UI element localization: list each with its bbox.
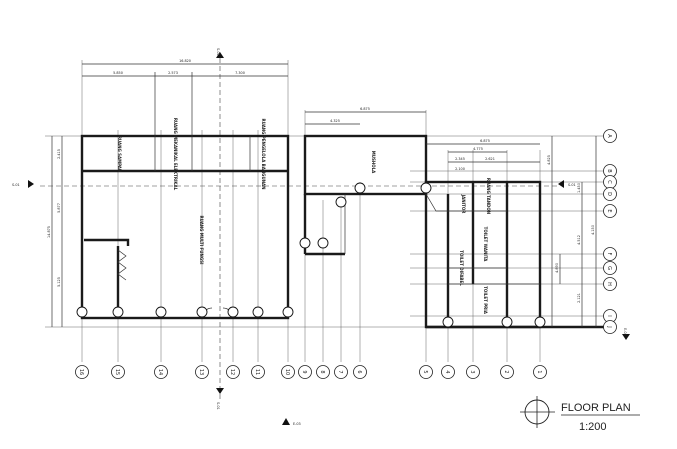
column-marker — [534, 316, 546, 328]
dim-right-b: 1.450 — [577, 183, 581, 193]
room-label-ruang-tandon: RUANG TANDON — [486, 178, 491, 214]
dim-left-a: 2.415 — [57, 149, 61, 159]
dim-toilet-c: 2.345 — [455, 157, 465, 161]
dim-right-a: 4.825 — [547, 155, 551, 165]
grid-label-9: 9 — [301, 370, 307, 373]
grid-label-15: 15 — [114, 369, 120, 375]
grid-label-f: F — [606, 253, 612, 256]
dim-top-1: 5.850 — [113, 71, 123, 75]
grid-label-a: A — [606, 134, 612, 138]
section-mark-right: S-01 — [568, 183, 576, 187]
grid-label-1: 1 — [536, 370, 542, 373]
room-label-mushola: MUSHOLA — [371, 151, 376, 174]
section-mark-left: S-01 — [12, 183, 20, 187]
dim-top-2: 2.573 — [168, 71, 178, 75]
section-arrow-icon — [216, 388, 224, 394]
dim-left-b: 5.877 — [57, 203, 61, 213]
room-label-multi-purpose: RUANG MULTI FUNGSI — [199, 215, 204, 265]
dim-toilet-total: 6.875 — [480, 139, 490, 143]
dim-mid-a: 4.150 — [591, 225, 595, 235]
room-label-toilet-difabel: TOILET DIFABEL — [459, 250, 464, 286]
section-markers: S-01 S-01 S-01 S-01 E-03 E-03 — [12, 48, 630, 426]
column-marker — [282, 306, 294, 318]
grid-label-5: 5 — [422, 370, 428, 373]
dim-top-3: 7.300 — [235, 71, 245, 75]
column-marker — [76, 306, 88, 318]
column-marker — [227, 306, 239, 318]
room-label-toilet-wanita: TOILET WANITA — [483, 227, 488, 263]
grid-label-3: 3 — [469, 370, 475, 373]
elevation-mark-right: E-03 — [623, 328, 627, 336]
grid-label-12: 12 — [229, 369, 235, 375]
column-marker — [442, 316, 454, 328]
section-arrow-icon — [28, 180, 34, 188]
room-label-janitor: JANITOR — [461, 194, 466, 214]
dim-toilet-d: 2.100 — [455, 167, 465, 171]
grid-label-c: C — [606, 180, 612, 184]
plan-title: FLOOR PLAN — [561, 402, 631, 414]
grid-number-bubbles: 16 15 14 13 12 11 10 9 8 7 6 5 4 3 2 1 — [75, 365, 547, 379]
room-label-toilet-pria: TOILET PRIA — [483, 286, 488, 315]
dim-toilet-a: 4.775 — [473, 147, 483, 151]
dim-mushola-total: 6.875 — [360, 107, 370, 111]
column-marker — [335, 196, 347, 208]
column-marker — [112, 306, 124, 318]
structural-columns — [76, 182, 546, 328]
grid-label-2: 2 — [503, 370, 509, 373]
grid-label-h: H — [606, 282, 612, 286]
column-marker — [196, 306, 208, 318]
grid-lines — [40, 58, 605, 400]
grid-label-6: 6 — [356, 370, 362, 373]
column-marker — [501, 316, 513, 328]
plan-scale: 1:200 — [579, 421, 607, 433]
dim-toilet-b: 2.621 — [485, 157, 495, 161]
elevation-mark-bottom: E-03 — [293, 422, 301, 426]
dim-mushola-part: 4.325 — [330, 119, 340, 123]
grid-letter-bubbles: A B C D E F G H I J — [603, 129, 617, 334]
column-marker — [299, 237, 311, 249]
grid-label-4: 4 — [444, 370, 450, 373]
grid-label-13: 13 — [198, 369, 204, 375]
column-marker — [252, 306, 264, 318]
grid-label-10: 10 — [284, 369, 290, 375]
dim-overall-top: 16.820 — [179, 59, 191, 63]
grid-label-8: 8 — [319, 370, 325, 373]
grid-label-14: 14 — [157, 369, 163, 375]
dim-right-d: 2.121 — [577, 293, 581, 303]
room-labels: RUANG MULTI FUNGSI MUSHOLA TOILET WANITA… — [117, 118, 491, 315]
walls — [80, 134, 605, 329]
grid-label-b: B — [606, 169, 612, 173]
dim-left-c: 5.125 — [57, 277, 61, 287]
grid-label-16: 16 — [78, 369, 84, 375]
elevation-arrow-icon — [622, 334, 630, 340]
room-label-small-3: RUANG PENGELOLA BANGUNAN — [261, 118, 266, 189]
section-mark-top: S-01 — [216, 48, 220, 56]
column-marker — [155, 306, 167, 318]
grid-label-j: J — [606, 325, 612, 327]
grid-label-d: D — [606, 192, 612, 196]
grid-label-7: 7 — [337, 370, 343, 373]
dim-mid-b: 4.890 — [555, 263, 559, 273]
room-label-small-1: RUANG SAMPAH — [117, 136, 122, 172]
room-label-mekanikal-elektrikal: RUANG MEKANIKAL ELEKTRIKAL — [173, 118, 178, 191]
grid-label-i: I — [606, 315, 612, 316]
grid-label-e: E — [606, 209, 612, 212]
elevation-arrow-icon — [282, 418, 290, 425]
dim-left-total: 14.875 — [47, 226, 51, 238]
column-marker — [317, 237, 329, 249]
column-marker — [354, 182, 366, 194]
section-mark-bottom: S-01 — [216, 402, 220, 410]
dimension-lines: 16.820 5.850 2.573 7.300 6.875 4.325 6.8… — [47, 59, 597, 327]
dim-right-c: 4.512 — [577, 235, 581, 245]
title-block: FLOOR PLAN 1:200 — [520, 396, 640, 433]
column-marker — [420, 182, 432, 194]
section-arrow-icon — [216, 52, 224, 58]
section-arrow-icon — [558, 180, 564, 188]
grid-label-g: G — [606, 266, 612, 270]
grid-label-11: 11 — [254, 369, 260, 375]
